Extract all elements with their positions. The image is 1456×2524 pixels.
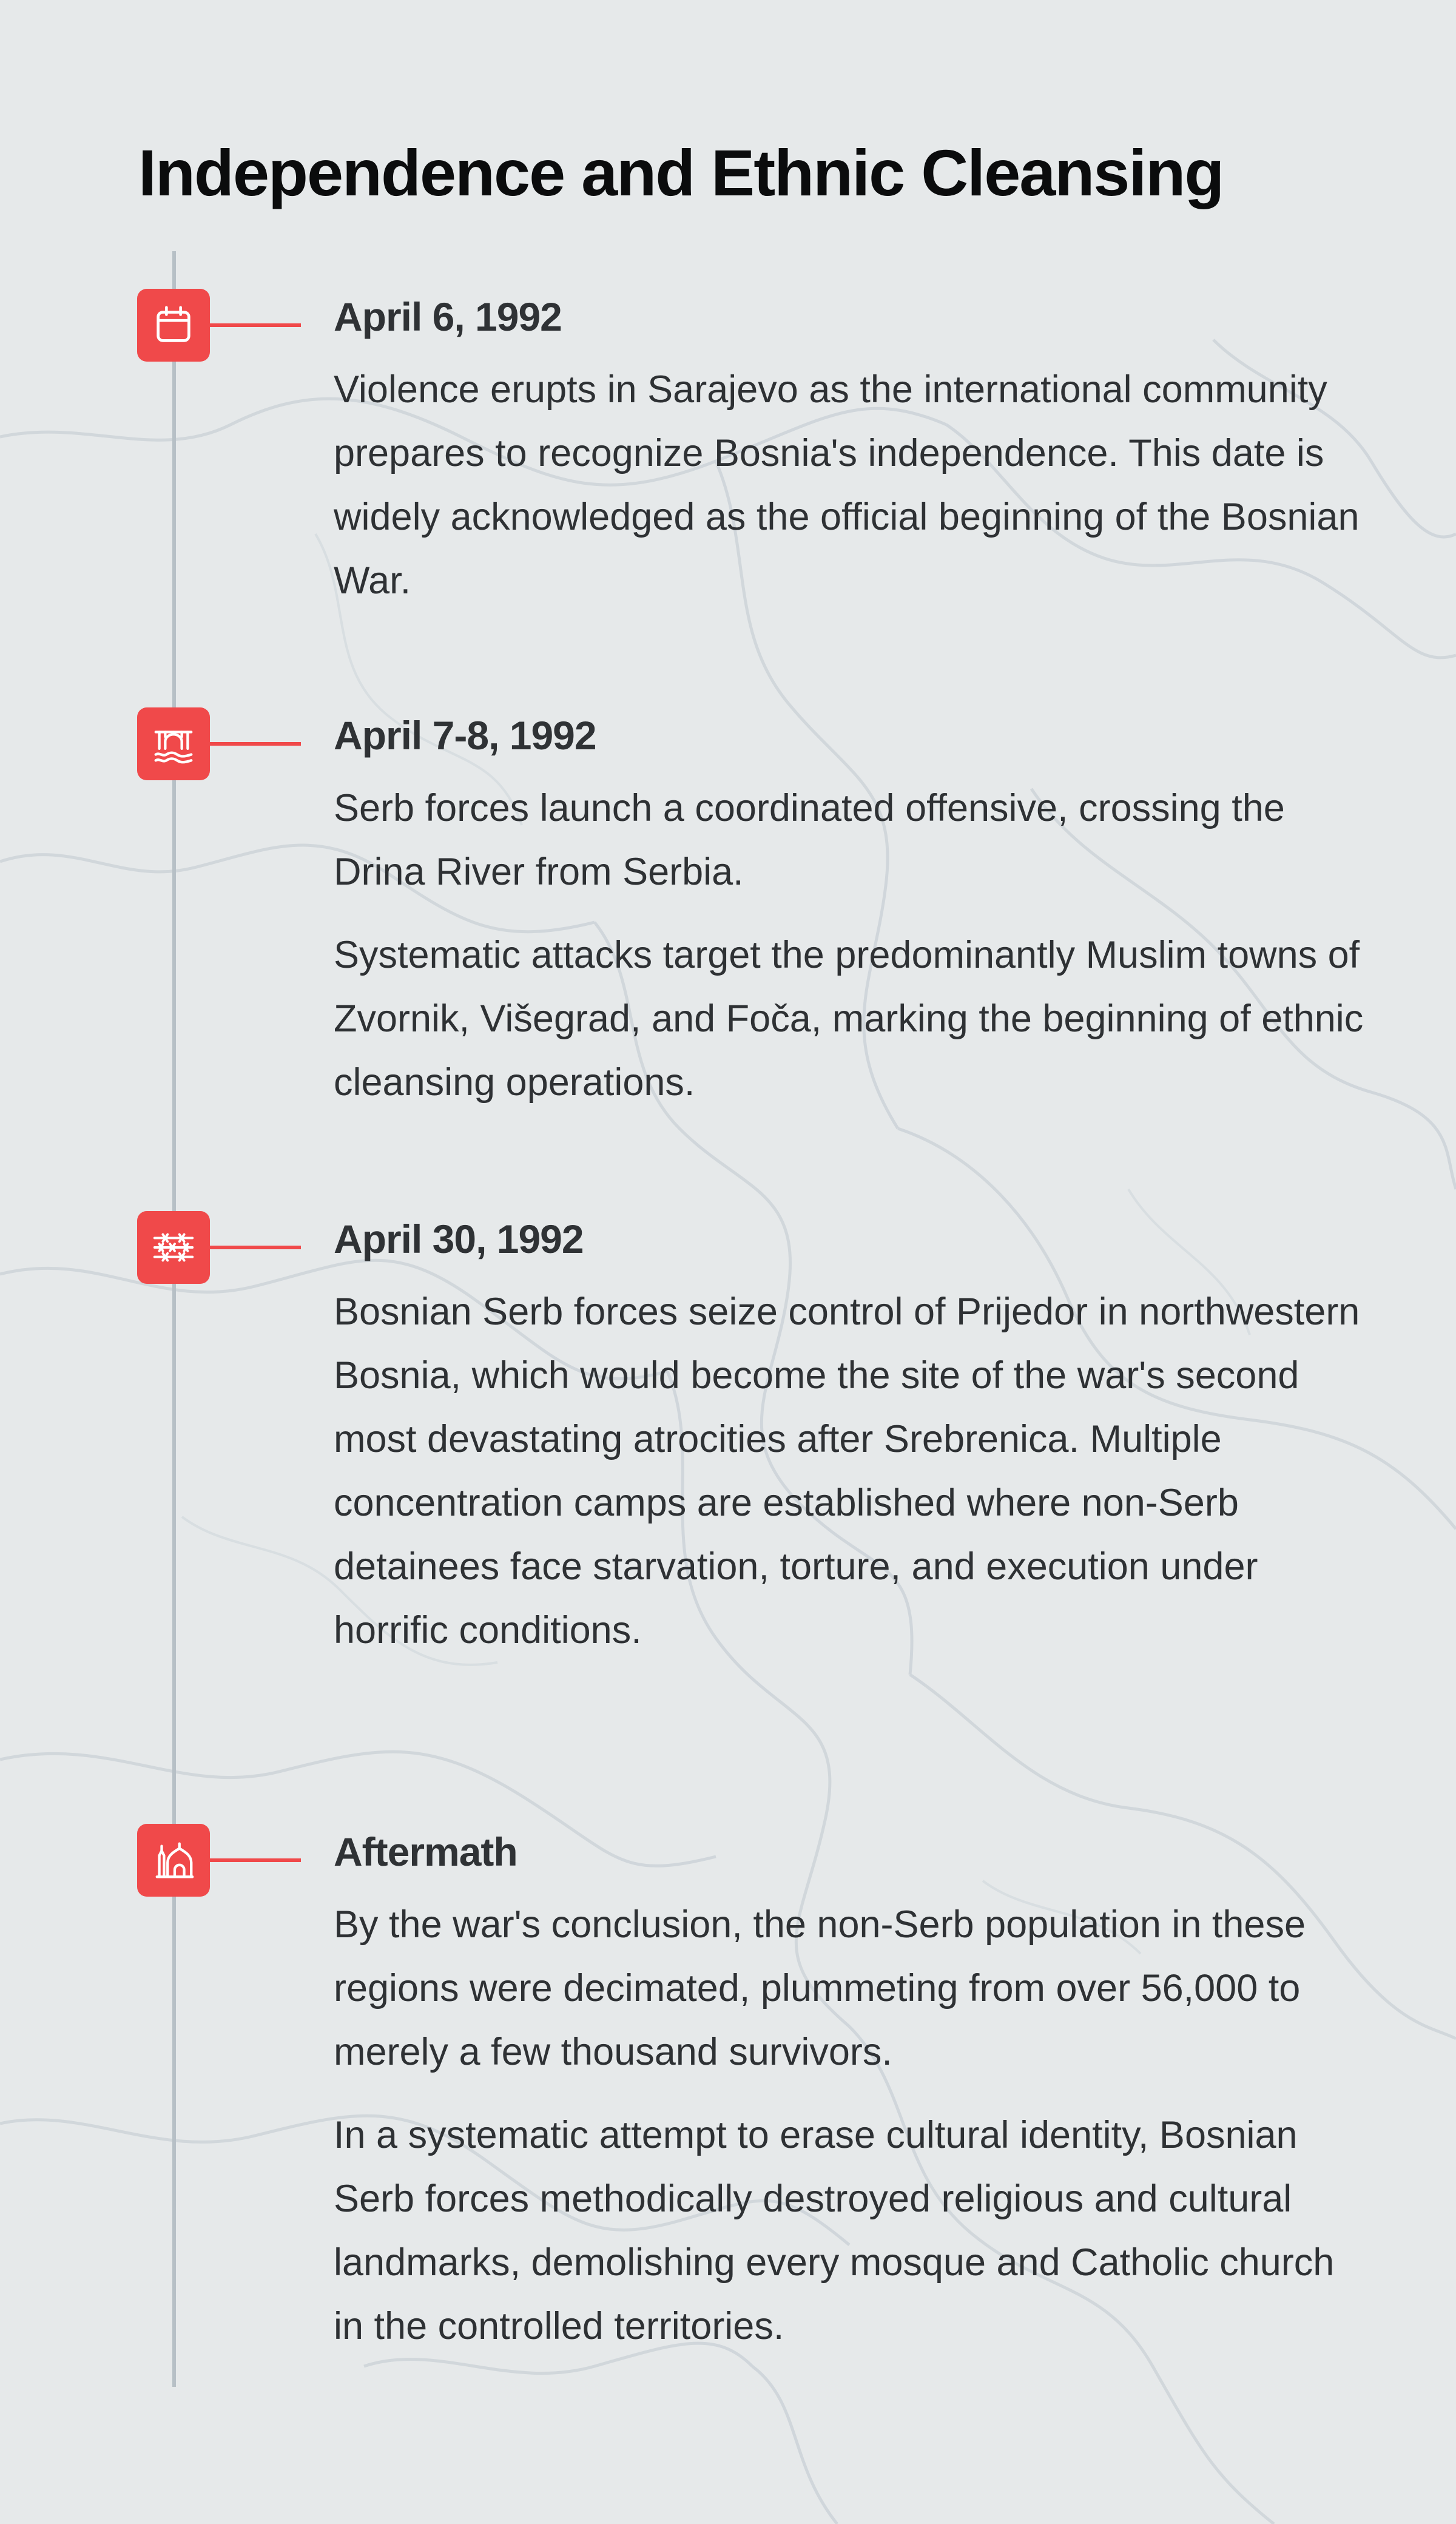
event-date: Aftermath (334, 1829, 518, 1874)
bridge-river-icon (154, 731, 193, 764)
event-paragraph: Violence erupts in Sarajevo as the inter… (334, 368, 1360, 602)
barbed-wire-icon (153, 1233, 194, 1262)
mosque-icon (155, 1842, 194, 1878)
timeline-connector (210, 323, 301, 327)
calendar-icon (157, 306, 190, 342)
event-description: Serb forces launch a coordinated offensi… (334, 777, 1365, 1134)
timeline-marker (137, 1824, 210, 1897)
timeline-marker (137, 707, 210, 780)
timeline-connector (210, 742, 301, 746)
event-paragraph: Bosnian Serb forces seize control of Pri… (334, 1291, 1360, 1652)
event-description: Violence erupts in Sarajevo as the inter… (334, 358, 1365, 632)
event-description: By the war's conclusion, the non-Serb po… (334, 1893, 1365, 2378)
event-date: April 6, 1992 (334, 294, 562, 339)
event-description: Bosnian Serb forces seize control of Pri… (334, 1280, 1365, 1682)
page-title: Independence and Ethnic Cleansing (138, 136, 1224, 209)
event-paragraph: Serb forces launch a coordinated offensi… (334, 787, 1285, 893)
event-paragraph: In a systematic attempt to erase cultura… (334, 2114, 1335, 2347)
event-date: April 7-8, 1992 (334, 713, 597, 758)
event-paragraph: Systematic attacks target the predominan… (334, 934, 1364, 1104)
timeline-marker (137, 289, 210, 362)
timeline-connector (210, 1246, 301, 1249)
timeline-line (172, 251, 176, 2387)
timeline-connector (210, 1858, 301, 1862)
event-date: April 30, 1992 (334, 1216, 584, 1261)
timeline-marker (137, 1211, 210, 1284)
event-paragraph: By the war's conclusion, the non-Serb po… (334, 1903, 1306, 2073)
